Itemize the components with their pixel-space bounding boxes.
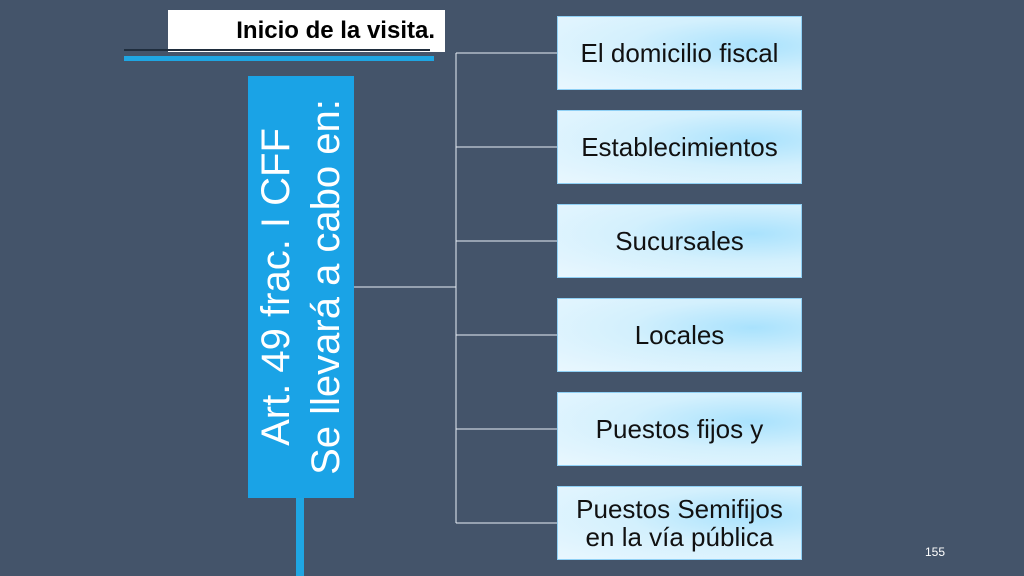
slide-title: Inicio de la visita. xyxy=(168,10,445,52)
node-label: Puestos fijos y xyxy=(595,414,764,444)
root-node-text: Art. 49 frac. I CFF Se llevará a cabo en… xyxy=(248,76,354,498)
node-label-line-1: Puestos Semifijos xyxy=(576,494,783,524)
root-node-line-1: Art. 49 frac. I CFF xyxy=(254,128,298,446)
root-node-line-2: Se llevará a cabo en: xyxy=(304,99,348,475)
page-number: 155 xyxy=(925,545,946,559)
node-locales: Locales xyxy=(557,298,802,372)
slide-title-text: Inicio de la visita. xyxy=(236,17,435,44)
title-underline-dark xyxy=(124,49,430,51)
root-node: Art. 49 frac. I CFF Se llevará a cabo en… xyxy=(248,76,354,498)
node-label: Sucursales xyxy=(615,226,744,256)
node-puestos-fijos: Puestos fijos y xyxy=(557,392,802,466)
root-stem xyxy=(296,498,304,576)
node-establecimientos: Establecimientos xyxy=(557,110,802,184)
node-puestos-semifijos: Puestos Semifijos en la vía pública xyxy=(557,486,802,560)
node-label: El domicilio fiscal xyxy=(580,38,779,68)
node-label: Establecimientos xyxy=(581,132,778,162)
node-sucursales: Sucursales xyxy=(557,204,802,278)
title-underline-accent xyxy=(124,56,434,61)
node-domicilio-fiscal: El domicilio fiscal xyxy=(557,16,802,90)
node-label-line-2: en la vía pública xyxy=(585,522,774,552)
node-label: Locales xyxy=(634,320,725,350)
